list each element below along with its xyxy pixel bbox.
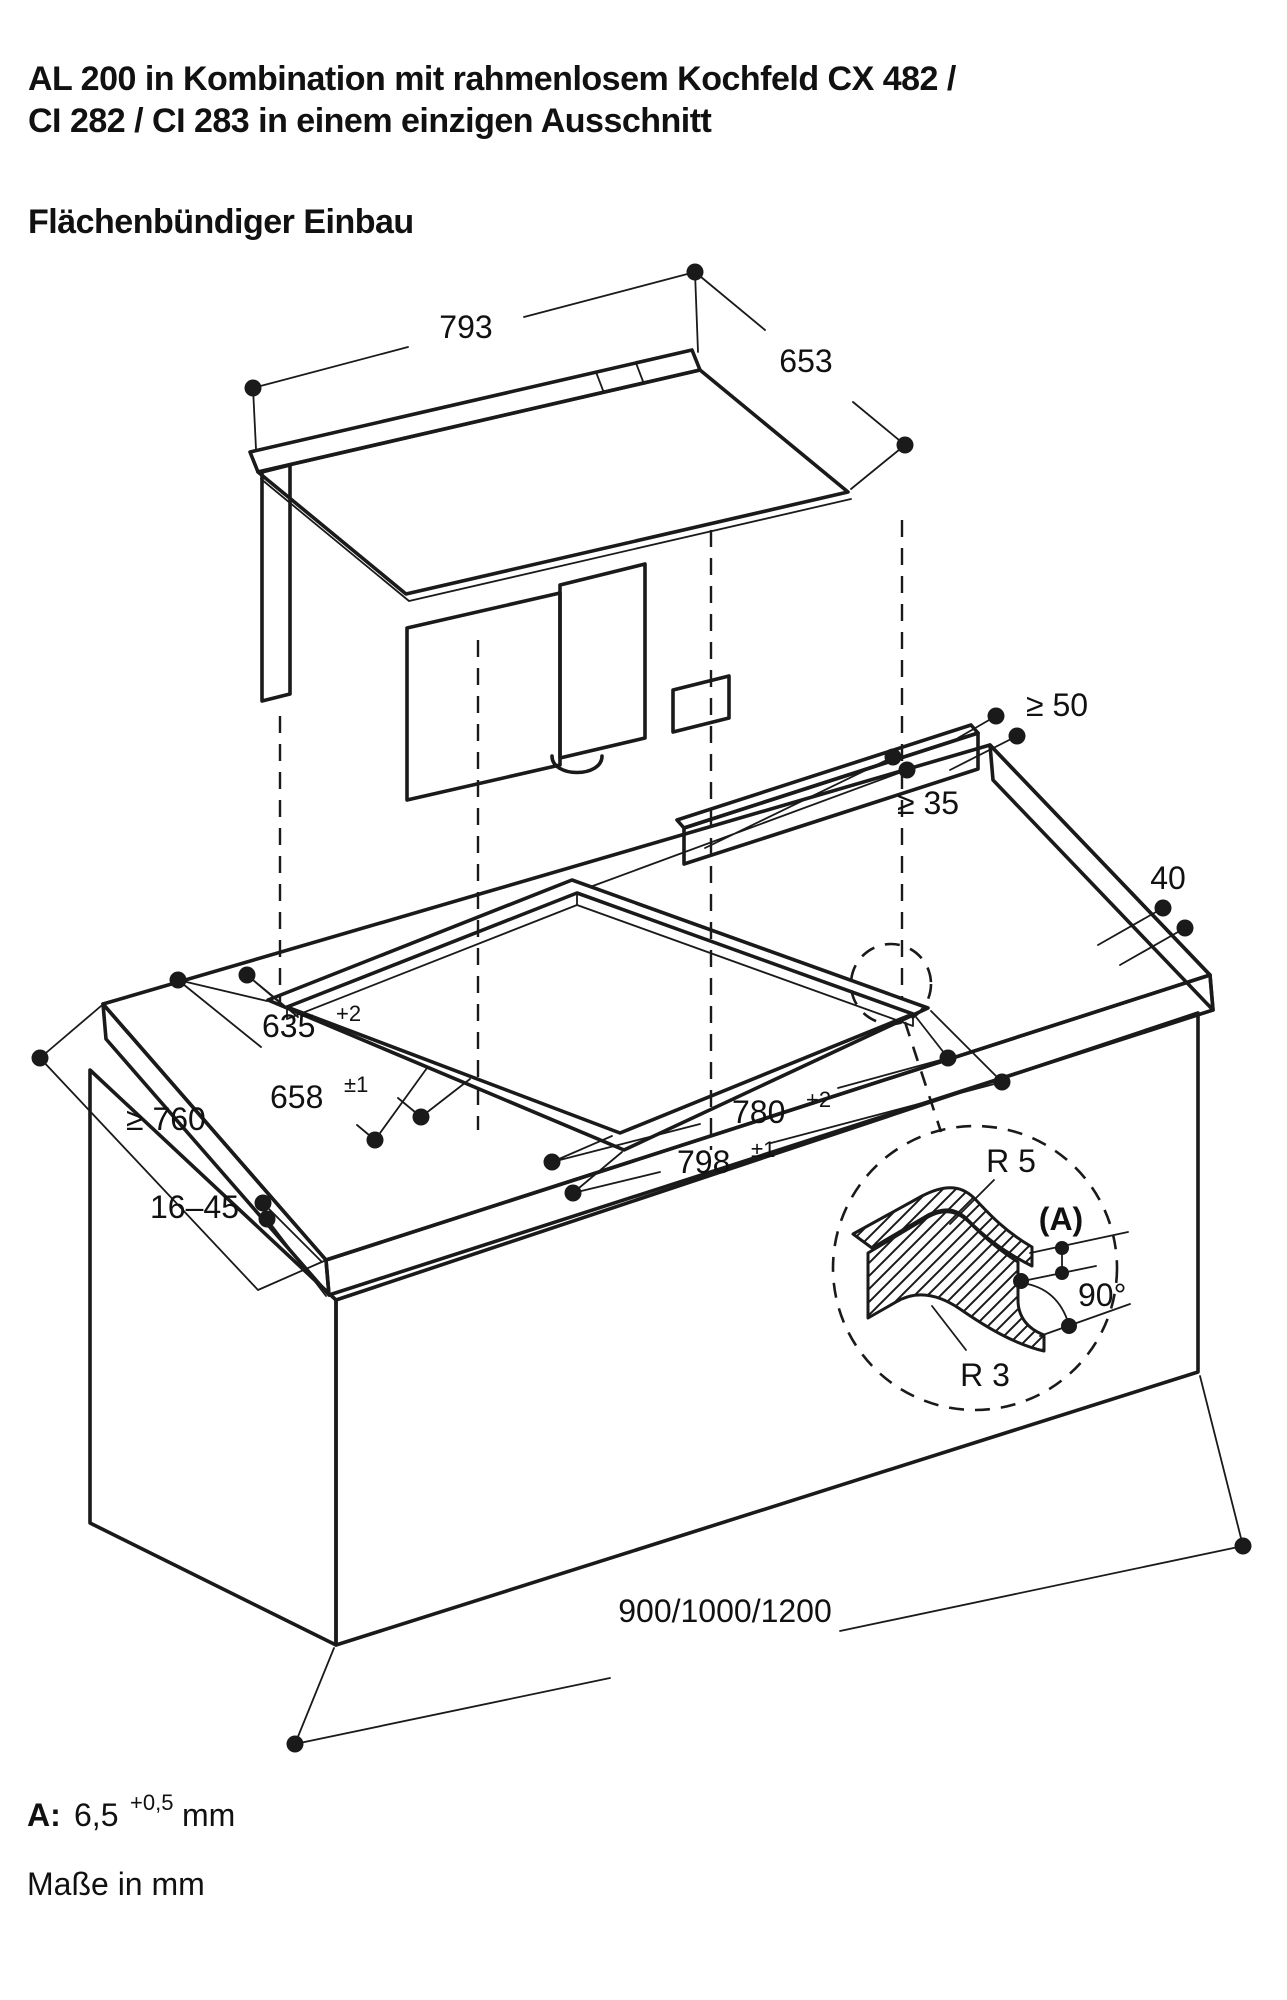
dimension-dot: [1154, 899, 1172, 917]
detail-r5-leader: [949, 1179, 995, 1225]
dimension-dot: [884, 748, 902, 766]
dimension-dot: [1176, 919, 1194, 937]
label-edge-distance: 40: [1150, 860, 1186, 896]
duct-box-rear: [558, 562, 647, 760]
duct-box-front: [405, 591, 562, 802]
label-cutout-depth-inner-tol: +2: [336, 1001, 361, 1026]
detail-r3-leader: [931, 1305, 967, 1351]
dimension-lines: [39, 271, 1244, 1745]
detail-dot: [1055, 1266, 1069, 1280]
dim-653-line: [694, 271, 906, 490]
hood-side-panel: [260, 463, 292, 703]
dimension-dot: [254, 1194, 272, 1212]
vent-strip: [248, 348, 702, 474]
footnote-a-value: 6,5: [74, 1797, 118, 1833]
page-title-line1: AL 200 in Kombination mit rahmenlosem Ko…: [28, 60, 957, 98]
detail-angle-arc: [1021, 1282, 1070, 1326]
dimension-dot: [286, 1735, 304, 1753]
duct-outlet: [671, 674, 731, 734]
dim-ge35-leaders: [589, 756, 908, 888]
dim-798-line: [572, 1010, 1003, 1194]
dimension-dot: [169, 971, 187, 989]
dimension-dots: [31, 263, 1252, 1753]
countertop-left-end: [101, 1002, 331, 1297]
dim-658-line: [177, 979, 428, 1141]
page-title-line2: CI 282 / CI 283 in einem einzigen Aussch…: [28, 102, 712, 140]
label-clearance-back: ≥ 35: [897, 785, 959, 821]
detail-dot: [1061, 1318, 1077, 1334]
countertop-right-end: [988, 743, 1215, 1012]
dimension-labels: 793 653 ≥ 50 ≥ 35 40 635 +2 658 ±1 780 +…: [126, 309, 1186, 1629]
label-cutout-depth-outer: 658: [270, 1079, 323, 1115]
dimension-dot: [564, 1184, 582, 1202]
cutout-outer-edge: [266, 878, 930, 1152]
dimension-dot: [366, 1131, 384, 1149]
label-cutout-width-outer: 798: [677, 1144, 730, 1180]
label-counter-depth: ≥ 760: [126, 1101, 206, 1137]
cross-section-lower: [866, 1210, 1046, 1353]
dimension-dot: [896, 436, 914, 454]
label-counter-thickness: 16–45: [150, 1189, 239, 1225]
dimension-dot: [1008, 727, 1026, 745]
footnote-a-unit: mm: [182, 1797, 235, 1833]
label-cutout-width-inner: 780: [732, 1094, 785, 1130]
footnote-a-label: A:: [27, 1797, 61, 1833]
dimension-dot: [987, 707, 1005, 725]
label-radius-bottom: R 3: [960, 1357, 1010, 1393]
cutout-step-walls: [286, 892, 914, 1027]
dimension-dot: [31, 1049, 49, 1067]
detail-callout: [831, 942, 1131, 1412]
detail-source-circle: [849, 942, 933, 1026]
section-subtitle: Flächenbündiger Einbau: [28, 203, 414, 241]
label-hood-depth: 653: [779, 343, 832, 379]
detail-dot: [1055, 1241, 1069, 1255]
label-step-a: (A): [1039, 1201, 1083, 1237]
label-cutout-depth-outer-tol: ±1: [344, 1072, 368, 1097]
hob-glass-thickness: [260, 478, 852, 602]
dim-780-line: [551, 1016, 949, 1163]
label-cabinet-width: 900/1000/1200: [618, 1593, 832, 1629]
label-cutout-width-outer-tol: ±1: [751, 1137, 775, 1162]
header: AL 200 in Kombination mit rahmenlosem Ko…: [28, 60, 957, 241]
label-hood-width: 793: [439, 309, 492, 345]
vent-strip-end-cap: [595, 362, 645, 394]
dimension-dot: [1234, 1537, 1252, 1555]
dim-40-leaders: [1097, 907, 1186, 966]
label-cutout-depth-inner: 635: [262, 1008, 315, 1044]
dimension-dot: [939, 1049, 957, 1067]
dimension-dot: [543, 1153, 561, 1171]
dimension-dot: [412, 1108, 430, 1126]
dim-793-line: [252, 271, 699, 450]
dim-760-line: [39, 1005, 325, 1291]
footnote-a-tolerance: +0,5: [130, 1790, 173, 1815]
blower-motor: [550, 754, 604, 775]
dimension-dot: [238, 966, 256, 984]
detail-magnified-circle: [831, 1124, 1119, 1412]
detail-connector: [903, 1021, 943, 1133]
hood-unit: [248, 348, 852, 802]
dimension-dot: [993, 1073, 1011, 1091]
dim-900-line: [294, 1375, 1244, 1745]
base-cabinet: [88, 1011, 1200, 1647]
dimension-dot: [244, 379, 262, 397]
label-angle: 90°: [1078, 1277, 1126, 1313]
countertop-front-face: [324, 973, 1215, 1297]
countertop-top-face: [101, 743, 1212, 1262]
dimension-dot: [686, 263, 704, 281]
label-radius-top: R 5: [986, 1143, 1036, 1179]
label-clearance-side: ≥ 50: [1026, 687, 1088, 723]
hob-glass-top: [256, 368, 850, 596]
footnotes: A: 6,5 +0,5 mm Maße in mm: [27, 1790, 235, 1902]
cross-section-upper: [851, 1186, 1034, 1268]
dimension-dot: [898, 761, 916, 779]
units-note: Maße in mm: [27, 1866, 205, 1902]
dim-635-line: [246, 974, 471, 1118]
label-cutout-width-inner-tol: +2: [806, 1087, 831, 1112]
detail-dot: [1013, 1273, 1029, 1289]
dimension-dot: [258, 1210, 276, 1228]
cabinet-left-face: [88, 1068, 338, 1647]
projection-lines: [278, 520, 904, 1150]
